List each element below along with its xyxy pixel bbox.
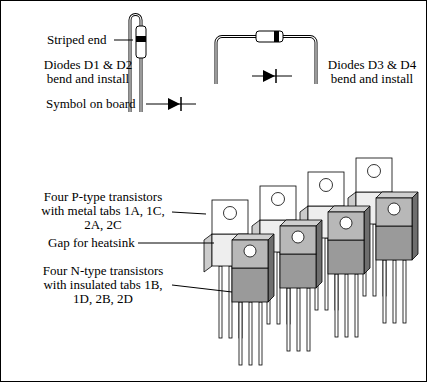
leader-line <box>114 40 133 41</box>
diode-body <box>136 26 146 58</box>
n-type-transistor <box>232 234 274 365</box>
diode-symbol <box>180 97 182 111</box>
n-type-transistor <box>376 192 418 323</box>
diode-symbol <box>275 69 277 83</box>
diode-lead <box>216 37 316 85</box>
diode-symbol <box>263 70 275 82</box>
callout-label: Gap for heatsink <box>48 236 135 250</box>
leader-line <box>138 243 214 244</box>
part-label: Four N-type transistors with insulated t… <box>36 264 170 306</box>
part-label: Four P-type transistors with metal tabs … <box>36 190 170 232</box>
diode-stripe <box>274 31 279 42</box>
instruction-label: Diodes D3 & D4 bend and install <box>322 58 422 86</box>
instruction-label: Diodes D1 & D2 bend and install <box>40 58 136 86</box>
callout-label: Striped end <box>47 33 107 47</box>
diode-symbol <box>168 98 180 110</box>
diode-body <box>256 31 283 42</box>
n-type-transistor <box>328 206 370 337</box>
leader-line <box>172 212 206 214</box>
leader-line <box>172 285 232 292</box>
diode-lead <box>216 37 316 85</box>
callout-label: Symbol on board <box>46 97 136 111</box>
n-type-transistor <box>280 220 322 351</box>
diode-stripe <box>136 36 146 42</box>
